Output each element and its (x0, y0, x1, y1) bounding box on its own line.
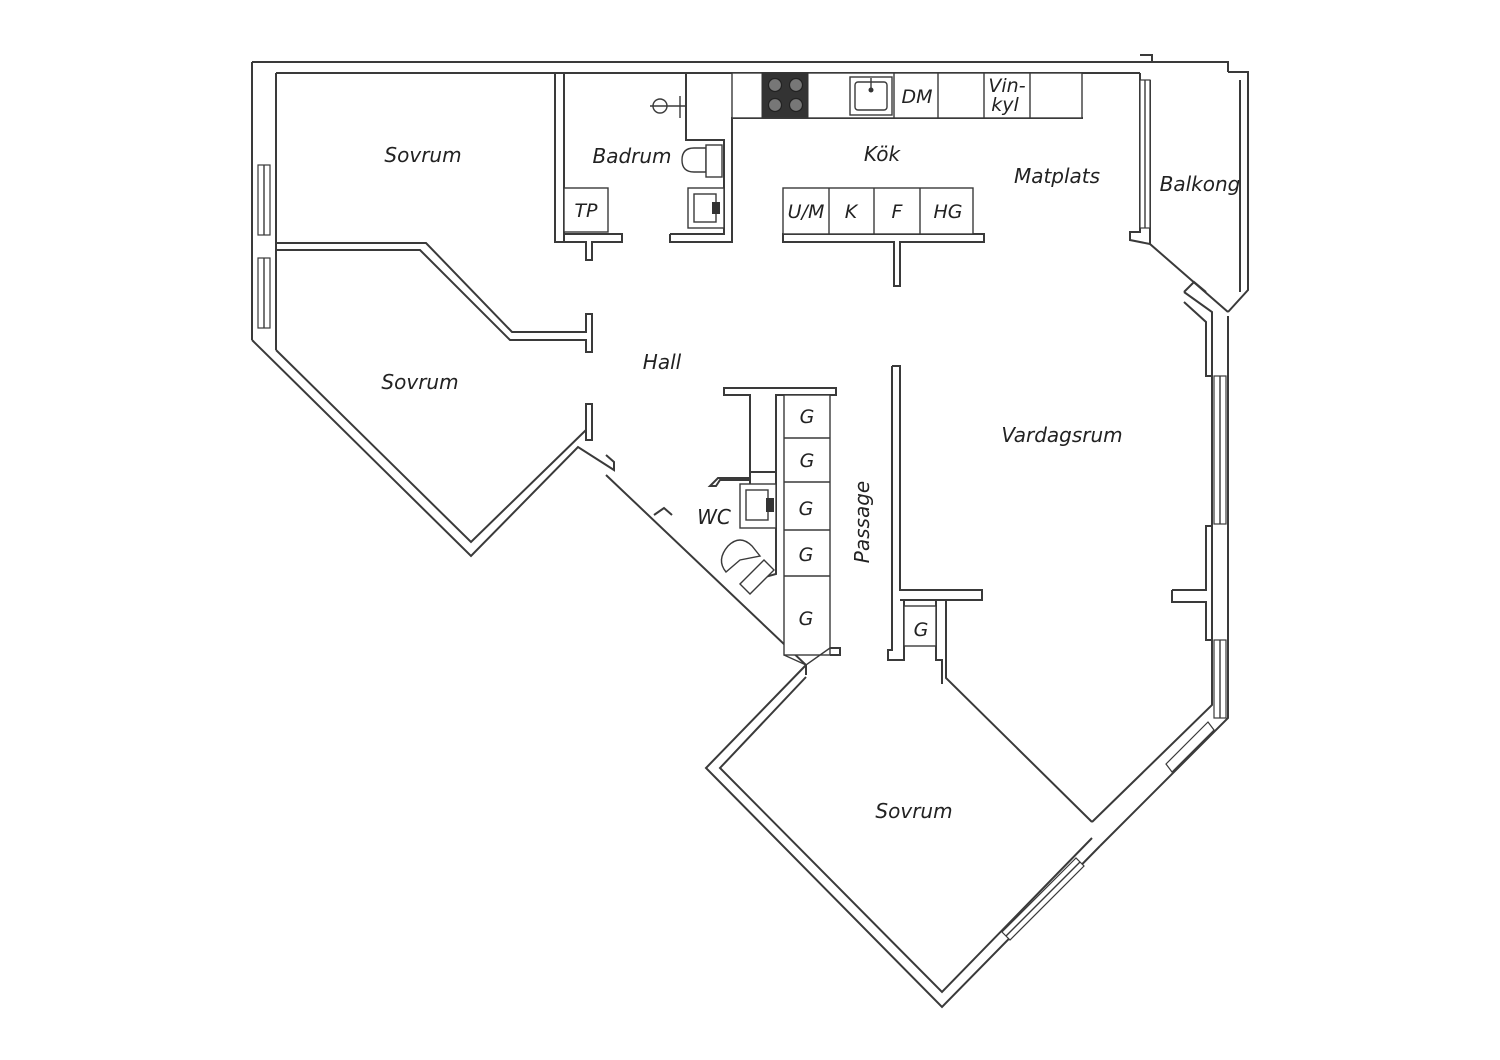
label-vinkyl-1: Vin- (988, 75, 1025, 97)
kitchen-island-cabinets (782, 187, 974, 235)
toilet-icon (681, 144, 723, 178)
label-um: U/M (788, 201, 825, 223)
room-labels: Sovrum Badrum Kök Matplats Balkong Sovru… (381, 142, 1240, 823)
label-g-4: G (799, 544, 814, 566)
room-label-matplats: Matplats (1014, 164, 1100, 188)
room-label-balkong: Balkong (1160, 172, 1241, 196)
label-vinkyl-2: kyl (991, 94, 1019, 116)
room-label-hall: Hall (643, 350, 682, 374)
room-label-badrum: Badrum (592, 144, 671, 168)
fixture-labels: TP DM Vin- kyl U/M K F HG G G G G G G (574, 75, 1025, 641)
outer-walls (251, 54, 1249, 1009)
room-label-sovrum-1: Sovrum (384, 143, 461, 167)
stove-icon (761, 72, 809, 118)
kitchen-counter (731, 72, 1083, 119)
wc-fixtures (720, 483, 777, 595)
wardrobes (783, 394, 937, 666)
windows (257, 79, 1227, 941)
label-tp: TP (574, 200, 598, 222)
room-label-passage: Passage (850, 481, 874, 563)
label-hg: HG (933, 201, 962, 223)
label-g-6: G (914, 619, 929, 641)
label-g-5: G (799, 608, 814, 630)
room-label-vardagsrum: Vardagsrum (1001, 423, 1122, 447)
label-dm: DM (901, 86, 932, 108)
label-f: F (892, 201, 904, 223)
label-g-2: G (800, 450, 815, 472)
wc-toilet-icon (720, 539, 775, 595)
washbasin-icon (687, 187, 725, 229)
shower-icon (650, 96, 686, 118)
room-label-sovrum-2: Sovrum (381, 370, 458, 394)
wc-washbasin-icon (739, 483, 777, 529)
label-g-3: G (799, 498, 814, 520)
bathroom-fixtures (563, 96, 725, 233)
kitchen-sink-icon (849, 76, 893, 116)
room-label-wc: WC (697, 505, 731, 529)
label-k: K (845, 201, 859, 223)
interior-walls (276, 73, 1212, 823)
room-label-sovrum-3: Sovrum (875, 799, 952, 823)
room-label-kok: Kök (864, 142, 902, 166)
label-g-1: G (800, 406, 815, 428)
